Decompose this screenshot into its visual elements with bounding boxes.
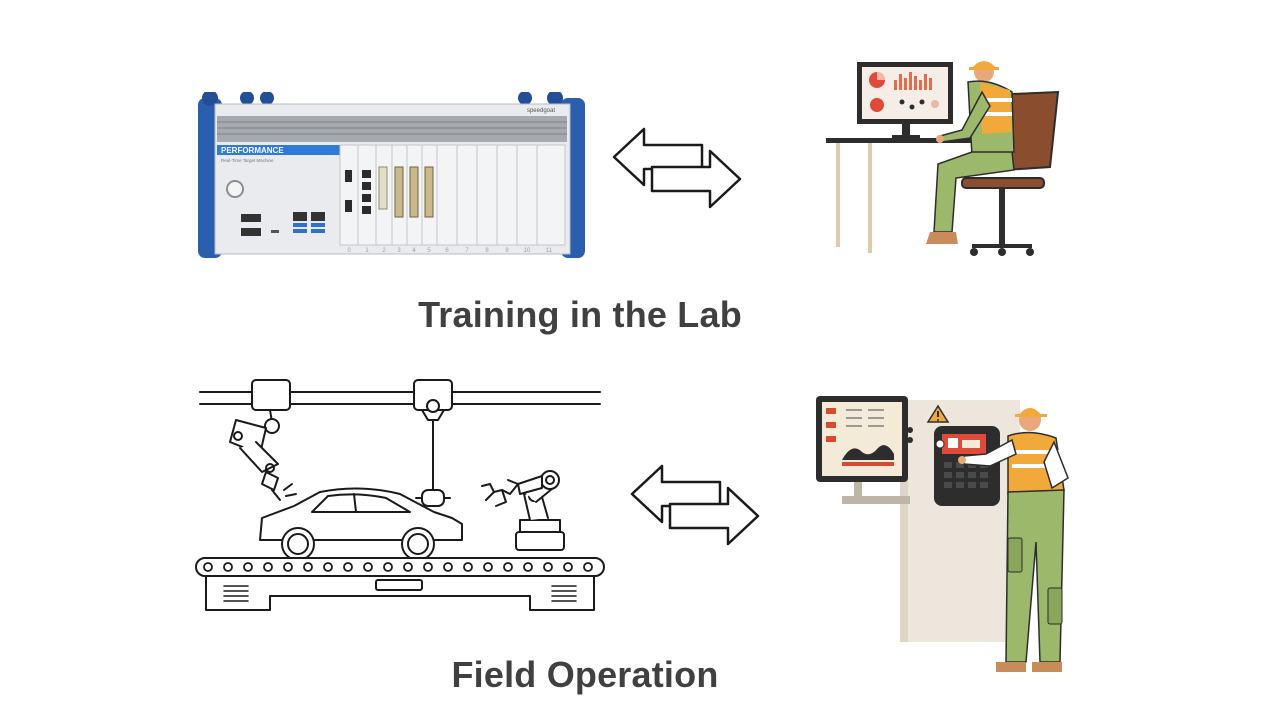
desk bbox=[826, 138, 986, 143]
monitor-icon bbox=[857, 62, 953, 139]
svg-text:10: 10 bbox=[524, 248, 531, 254]
hmi-screen bbox=[816, 396, 913, 504]
warning-triangle-icon bbox=[926, 404, 950, 423]
bidirectional-arrows-icon bbox=[630, 464, 760, 546]
device-label-bar bbox=[217, 145, 341, 155]
svg-text:5: 5 bbox=[427, 248, 431, 254]
svg-text:11: 11 bbox=[546, 248, 553, 254]
device-vent-grille bbox=[217, 116, 567, 142]
svg-text:1: 1 bbox=[365, 248, 369, 254]
svg-text:0: 0 bbox=[347, 248, 351, 254]
control-panel bbox=[934, 426, 1000, 506]
worker-figure bbox=[958, 408, 1069, 672]
field-operator-illustration bbox=[816, 396, 1069, 672]
svg-text:7: 7 bbox=[465, 248, 469, 254]
caption-training-in-the-lab: Training in the Lab bbox=[418, 294, 742, 335]
worker-figure bbox=[926, 61, 1015, 244]
conveyor-belt bbox=[195, 557, 605, 577]
slot-numbers: 0 1 2 3 4 5 6 7 8 9 10 11 bbox=[347, 248, 552, 254]
device-brand: speedgoat bbox=[527, 108, 555, 114]
svg-text:8: 8 bbox=[485, 248, 489, 254]
power-button bbox=[226, 180, 244, 198]
caption-field-operation: Field Operation bbox=[451, 654, 719, 695]
car-assembly-line-illustration bbox=[195, 379, 605, 611]
svg-text:6: 6 bbox=[445, 248, 449, 254]
svg-text:2: 2 bbox=[382, 248, 386, 254]
car-body bbox=[259, 487, 463, 541]
svg-text:4: 4 bbox=[412, 248, 416, 254]
device-front-label: PERFORMANCE bbox=[221, 146, 284, 155]
lab-engineer-illustration bbox=[826, 61, 1060, 256]
office-chair bbox=[961, 90, 1060, 256]
device-front-sublabel: Real-Time Target Machine bbox=[221, 158, 274, 163]
real-time-target-machine: speedgoat PERFORMANCE Real-Time Target M… bbox=[198, 92, 585, 258]
svg-text:9: 9 bbox=[505, 248, 509, 254]
svg-text:3: 3 bbox=[397, 248, 401, 254]
bidirectional-arrows-icon bbox=[612, 127, 742, 209]
